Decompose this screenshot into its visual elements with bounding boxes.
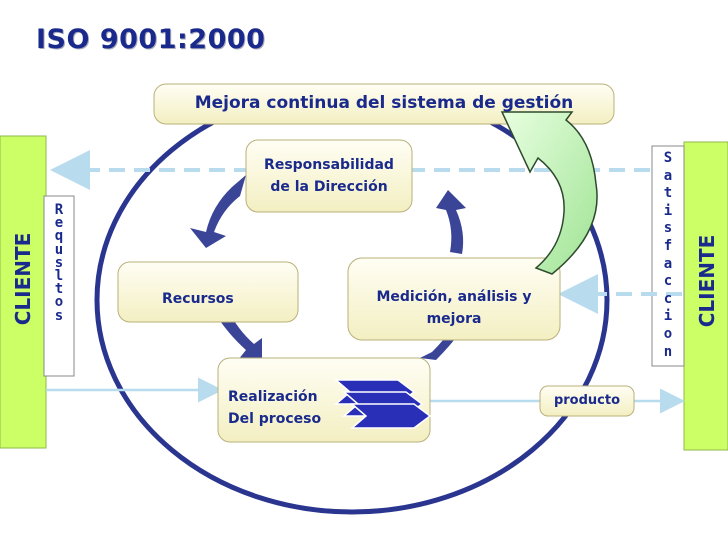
requisitos-letter: l xyxy=(54,268,64,285)
satisfaccion-letter: o xyxy=(663,325,673,342)
requisitos-letter: s xyxy=(54,307,64,324)
client-bar-right xyxy=(683,141,728,451)
box-producto xyxy=(539,385,635,417)
node-responsabilidad-line1: Responsabilidad xyxy=(264,157,394,173)
box-responsabilidad xyxy=(245,139,413,213)
client-label-right: CLIENTE xyxy=(695,234,719,328)
satisfaccion-letter: a xyxy=(663,167,673,184)
satisfaccion-letter: c xyxy=(663,290,673,307)
box-recursos xyxy=(117,261,299,323)
improvement-arrow xyxy=(500,111,598,275)
node-medicion-line1: Medición, análisis y xyxy=(376,289,532,305)
node-medicion: Medición, análisis y mejora xyxy=(348,286,560,330)
satisfaccion-letter: i xyxy=(663,308,673,325)
node-medicion-line2: mejora xyxy=(426,311,482,327)
node-realizacion: Realización Del proceso xyxy=(228,386,321,430)
satisfaccion-letter: n xyxy=(663,343,673,360)
satisfaccion-letter: a xyxy=(663,255,673,272)
satisfaccion-letter: S xyxy=(663,150,673,166)
requisitos-box xyxy=(43,195,75,377)
cycle-arrow-top-left xyxy=(190,175,246,248)
satisfaccion-letter: c xyxy=(663,273,673,290)
satisfaccion-box xyxy=(651,145,685,367)
satisfaccion-letter: f xyxy=(663,237,673,254)
node-responsabilidad-line2: de la Dirección xyxy=(270,179,388,195)
client-label-left: CLIENTE xyxy=(11,232,35,326)
page-title: ISO 9001:2000 xyxy=(36,24,266,55)
node-realizacion-line1: Realización xyxy=(228,389,318,405)
requisitos-letter: t xyxy=(54,281,64,298)
box-banner xyxy=(153,83,615,125)
satisfaccion-letter: s xyxy=(663,220,673,237)
node-recursos: Recursos xyxy=(162,291,234,307)
satisfaccion-letter: t xyxy=(663,185,673,202)
node-responsabilidad: Responsabilidad de la Dirección xyxy=(246,154,412,198)
requisitos-letter: u xyxy=(54,241,64,258)
cycle-arrow-right-top xyxy=(436,190,466,254)
requisitos-letter: e xyxy=(54,215,64,232)
process-stack-icon xyxy=(333,379,432,429)
node-producto: producto xyxy=(553,393,621,408)
node-realizacion-line2: Del proceso xyxy=(228,411,322,427)
requisitos-letter: R xyxy=(54,202,64,218)
requisitos-letter: o xyxy=(54,294,64,311)
box-medicion xyxy=(347,257,561,341)
satisfaccion-letter: i xyxy=(663,202,673,219)
requisitos-letter: q xyxy=(54,228,64,245)
requisitos-letter: s xyxy=(54,254,64,271)
banner-text: Mejora continua del sistema de gestión xyxy=(194,93,574,113)
